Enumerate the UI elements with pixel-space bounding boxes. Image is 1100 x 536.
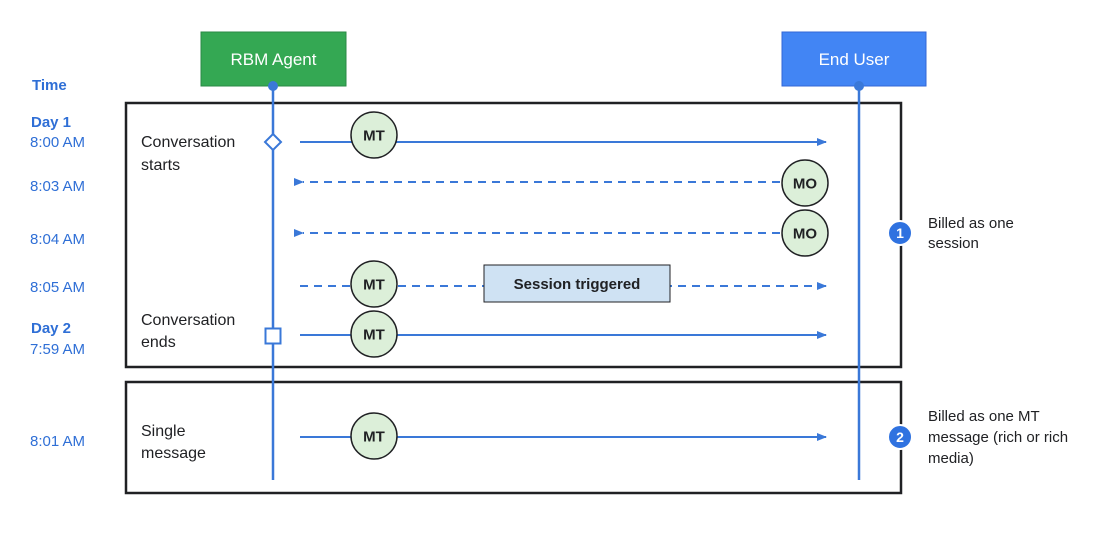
conversation-starts-line2: starts [141, 157, 180, 174]
svg-text:Session triggered: Session triggered [514, 276, 641, 293]
note-2-number-icon [887, 424, 913, 450]
mo-badge-8-03: MO [781, 159, 829, 207]
time-8-01: 8:01 AM [30, 433, 85, 450]
svg-text:MO: MO [793, 226, 817, 243]
svg-text:1: 1 [896, 225, 904, 241]
conversation-ends-line2: ends [141, 334, 176, 351]
rbm-agent-label: RBM Agent [231, 50, 317, 69]
note-2-line3: media) [928, 450, 974, 467]
time-8-05: 8:05 AM [30, 279, 85, 296]
end-user-actor: End User [781, 31, 927, 91]
conversation-ends-line1: Conversation [141, 312, 235, 329]
mt-badge-8-05: MT [350, 260, 398, 308]
time-header: Time [32, 77, 67, 94]
time-8-00: 8:00 AM [30, 134, 85, 151]
single-message-line2: message [141, 445, 206, 462]
conversation-end-square-icon [264, 327, 282, 345]
conversation-starts-line1: Conversation [141, 134, 235, 151]
svg-text:MT: MT [363, 429, 385, 446]
mo-badge-8-04: MO [781, 209, 829, 257]
single-message-line1: Single [141, 423, 186, 440]
time-8-04: 8:04 AM [30, 231, 85, 248]
day-1-label: Day 1 [31, 114, 71, 131]
note-2-line2: message (rich or rich [928, 429, 1068, 446]
time-8-03: 8:03 AM [30, 178, 85, 195]
svg-text:MT: MT [363, 327, 385, 344]
billing-note-2: 2 Billed as one MT message (rich or rich… [887, 408, 1068, 467]
svg-text:MT: MT [363, 128, 385, 145]
session-triggered-label: Session triggered [483, 264, 671, 303]
mt-badge-8-00: MT [350, 111, 398, 159]
note-2-line1: Billed as one MT [928, 408, 1040, 425]
svg-text:MT: MT [363, 277, 385, 294]
mt-badge-8-01: MT [350, 412, 398, 460]
svg-text:2: 2 [896, 429, 904, 445]
note-1-number-icon [887, 220, 913, 246]
day-2-label: Day 2 [31, 320, 71, 337]
conversation-start-diamond-icon [263, 132, 283, 152]
rbm-agent-actor: RBM Agent [200, 31, 347, 91]
mt-badge-7-59: MT [350, 310, 398, 358]
billing-note-1: 1 Billed as one session [887, 215, 1014, 252]
svg-text:MO: MO [793, 176, 817, 193]
end-user-label: End User [819, 50, 890, 69]
user-lifeline-dot [854, 81, 864, 91]
note-1-line1: Billed as one [928, 215, 1014, 232]
note-1-line2: session [928, 235, 979, 252]
agent-lifeline-dot [268, 81, 278, 91]
time-7-59: 7:59 AM [30, 341, 85, 358]
